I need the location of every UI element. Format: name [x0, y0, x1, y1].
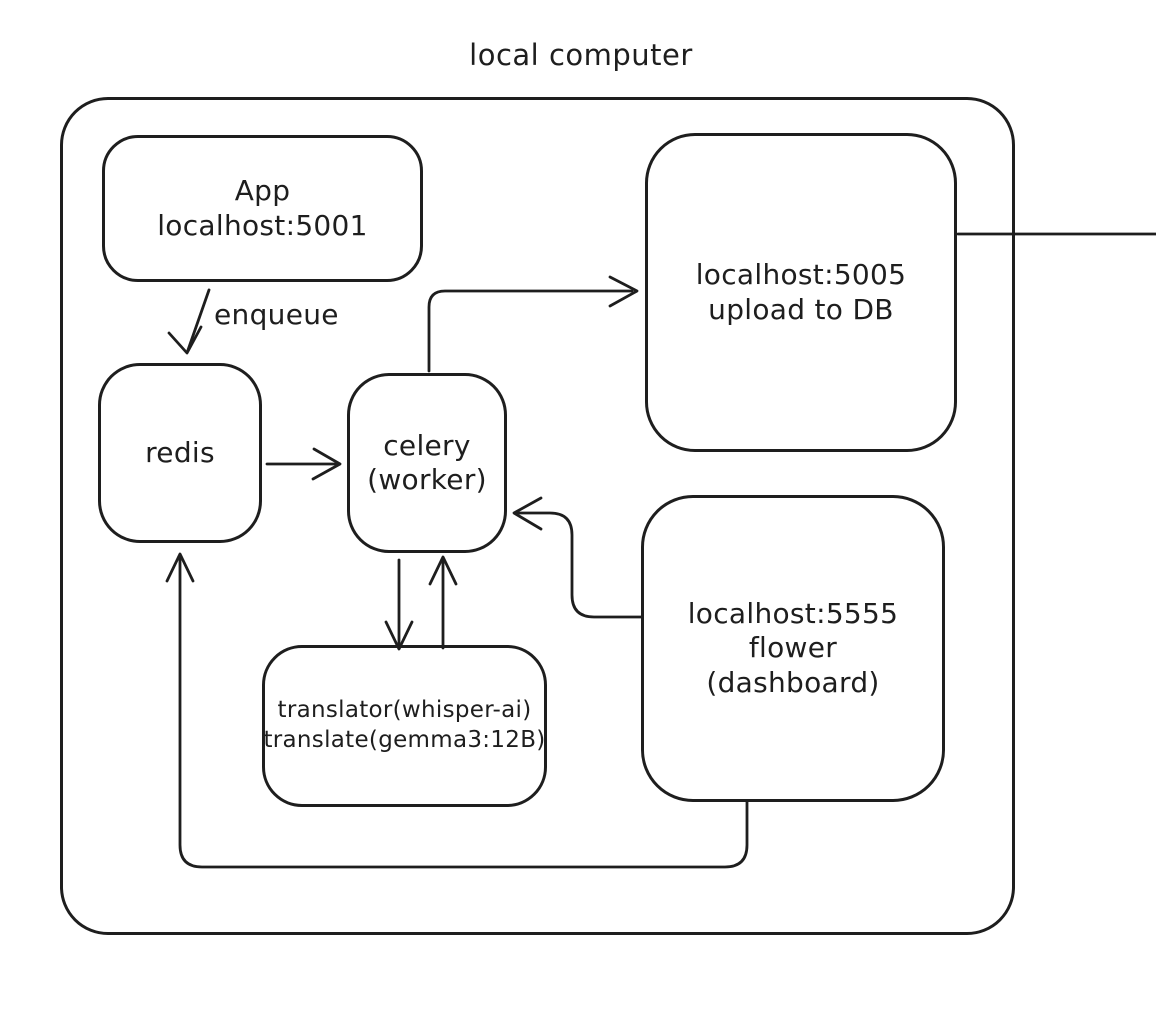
flower-box-line: localhost:5555 [687, 597, 899, 631]
arrow-line [186, 288, 211, 352]
enqueue-edge-label: enqueue [214, 298, 339, 331]
arrow-flower-to-celery [512, 496, 643, 619]
arrow-line [427, 289, 634, 373]
flower-box-line: (dashboard) [706, 665, 880, 699]
arrowhead [384, 620, 414, 651]
arrowhead [167, 325, 203, 355]
redis-box: redis [98, 363, 262, 543]
arrowhead [608, 275, 639, 308]
arrow-line [178, 556, 749, 869]
translator-box-line: translate(gemma3:12B) [263, 727, 546, 753]
flower-box-line: flower [748, 631, 838, 665]
upload-box-line: localhost:5005 [695, 258, 907, 292]
app-box-line: App [234, 174, 291, 208]
upload-box-line: upload to DB [708, 292, 894, 326]
celery-box-line: celery [383, 428, 471, 462]
app-box: App localhost:5001 [102, 135, 423, 282]
translator-box: translator(whisper-ai) translate(gemma3:… [262, 645, 547, 807]
arrow-translator-to-celery [428, 555, 458, 650]
arrowhead [165, 552, 195, 583]
celery-worker-box: celery (worker) [347, 373, 507, 553]
translator-box-line: translator(whisper-ai) [277, 697, 532, 724]
diagram-title: local computer [469, 38, 693, 72]
upload-db-box: localhost:5005 upload to DB [645, 133, 957, 452]
arrowhead [512, 496, 543, 531]
flower-dashboard-box: localhost:5555 flower (dashboard) [641, 495, 945, 802]
arrow-redis-to-celery [265, 447, 342, 481]
arrow-celery-to-upload [427, 275, 639, 373]
app-box-line: localhost:5001 [157, 208, 368, 242]
arrow-flower-to-redis [165, 552, 749, 869]
arrow-line [516, 511, 643, 619]
arrow-celery-to-translator [384, 558, 414, 651]
redis-box-line: redis [145, 435, 215, 469]
celery-box-line: (worker) [367, 463, 487, 496]
local-computer-container [60, 97, 1015, 935]
arrowhead [311, 447, 342, 481]
arrowhead [428, 555, 458, 586]
arrow-app-to-redis [167, 288, 211, 355]
